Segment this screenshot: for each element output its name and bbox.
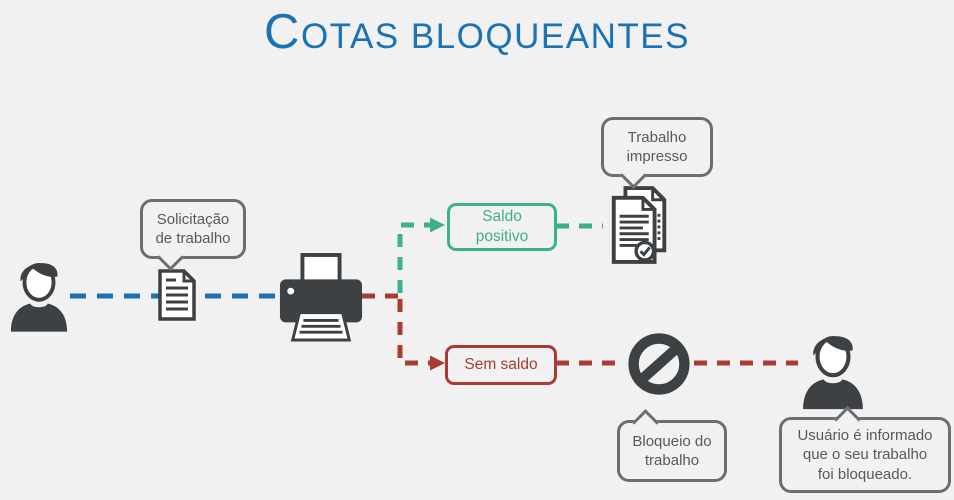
prohibition-icon [628,333,690,395]
speech-bubble-printed-line: Trabalho [627,128,687,146]
printed-documents-check-icon [611,186,667,264]
connector-branch-up-green [397,222,430,293]
user-icon [8,254,70,332]
speech-bubble-user-informed-line: que o seu trabalho [802,446,928,464]
speech-bubble-blocked-line: trabalho [644,452,700,469]
status-box-no-balance: Sem saldo [445,345,557,385]
page-title-initial: C [264,5,301,59]
arrowhead-green [430,217,445,233]
connector-branch-down-red [397,299,430,366]
speech-bubble-blocked-line: Bloqueio do [632,432,712,450]
speech-bubble-user-informed: Usuário é informado que o seu trabalho f… [779,405,951,493]
speech-bubble-blocked: Bloqueio do trabalho [617,408,727,482]
speech-bubble-request-line: de trabalho [155,230,231,247]
speech-bubble-printed-line: impresso [626,148,688,165]
page-title: Cotas bloqueantes [0,4,954,60]
document-icon [158,269,196,321]
status-box-positive-balance: Saldo positivo [447,203,557,251]
speech-bubble-printed: Trabalho impresso [601,117,713,189]
speech-bubble-user-informed-line: foi bloqueado. [817,465,913,483]
printer-icon [279,253,363,342]
speech-bubble-user-informed-line: Usuário é informado [797,426,933,444]
speech-bubble-request-line: Solicitação [156,210,230,228]
arrowhead-red [430,355,445,371]
user-icon [800,326,866,410]
status-box-no-balance-line: Sem saldo [464,355,538,373]
status-box-positive-line: positivo [475,228,529,245]
speech-bubble-request: Solicitação de trabalho [140,199,246,271]
status-box-positive-line: Saldo [482,207,522,225]
page-title-rest: otas bloqueantes [300,17,690,56]
